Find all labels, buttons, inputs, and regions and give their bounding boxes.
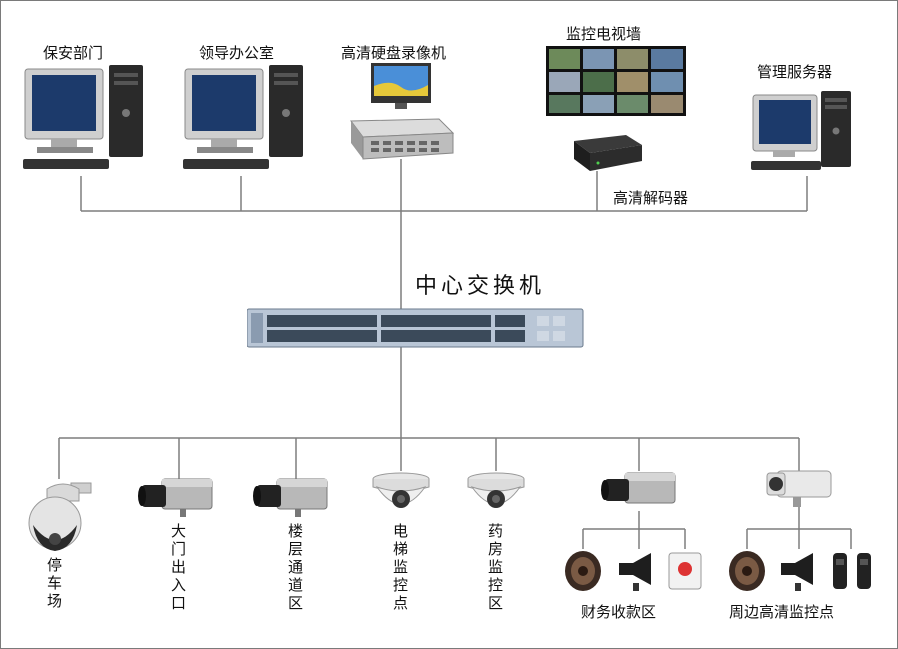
parking-ptz-camera-icon: [28, 482, 92, 551]
finance-label: 财务收款区: [581, 603, 657, 621]
management-server-label: 管理服务器: [757, 63, 833, 81]
floor-corridor-box-camera-icon: [253, 478, 328, 517]
pharmacy-dome-camera-icon: [467, 472, 525, 508]
finance-siren-icon: [619, 553, 651, 591]
perimeter-label: 周边高清监控点: [729, 603, 835, 621]
finance-box-camera-icon: [601, 472, 676, 504]
elevator-dome-camera-icon: [372, 472, 430, 508]
hd-recorder-label: 高清硬盘录像机: [341, 44, 447, 62]
security-dept-computer-icon: [23, 65, 143, 169]
hd-decoder-label: 高清解码器: [613, 189, 689, 207]
core-switch-icon: [247, 308, 584, 348]
parking-label: 停车场: [45, 557, 63, 611]
perimeter-infrared-beam-icon: [833, 553, 871, 589]
pharmacy-label: 药房监控区: [486, 523, 504, 613]
perimeter-siren-icon: [781, 553, 813, 591]
video-wall-label: 监控电视墙: [566, 25, 642, 43]
main-gate-box-camera-icon: [138, 478, 213, 517]
finance-speaker-icon: [565, 551, 601, 591]
video-wall-icon: [546, 46, 686, 116]
main-gate-label: 大门出入口: [169, 523, 187, 613]
core-switch-label: 中心交换机: [415, 274, 546, 299]
elevator-label: 电梯监控点: [391, 523, 409, 613]
hd-decoder-icon: [574, 135, 642, 171]
perimeter-bullet-camera-icon: [766, 470, 832, 507]
finance-alarm-button-icon: [668, 552, 702, 590]
perimeter-speaker-icon: [729, 551, 765, 591]
management-server-icon: [751, 91, 851, 170]
floor-corridor-label: 楼层通道区: [286, 523, 304, 613]
security-dept-label: 保安部门: [43, 44, 104, 62]
leader-office-computer-icon: [183, 65, 303, 169]
hd-recorder-icon: [350, 63, 455, 160]
leader-office-label: 领导办公室: [199, 44, 275, 62]
